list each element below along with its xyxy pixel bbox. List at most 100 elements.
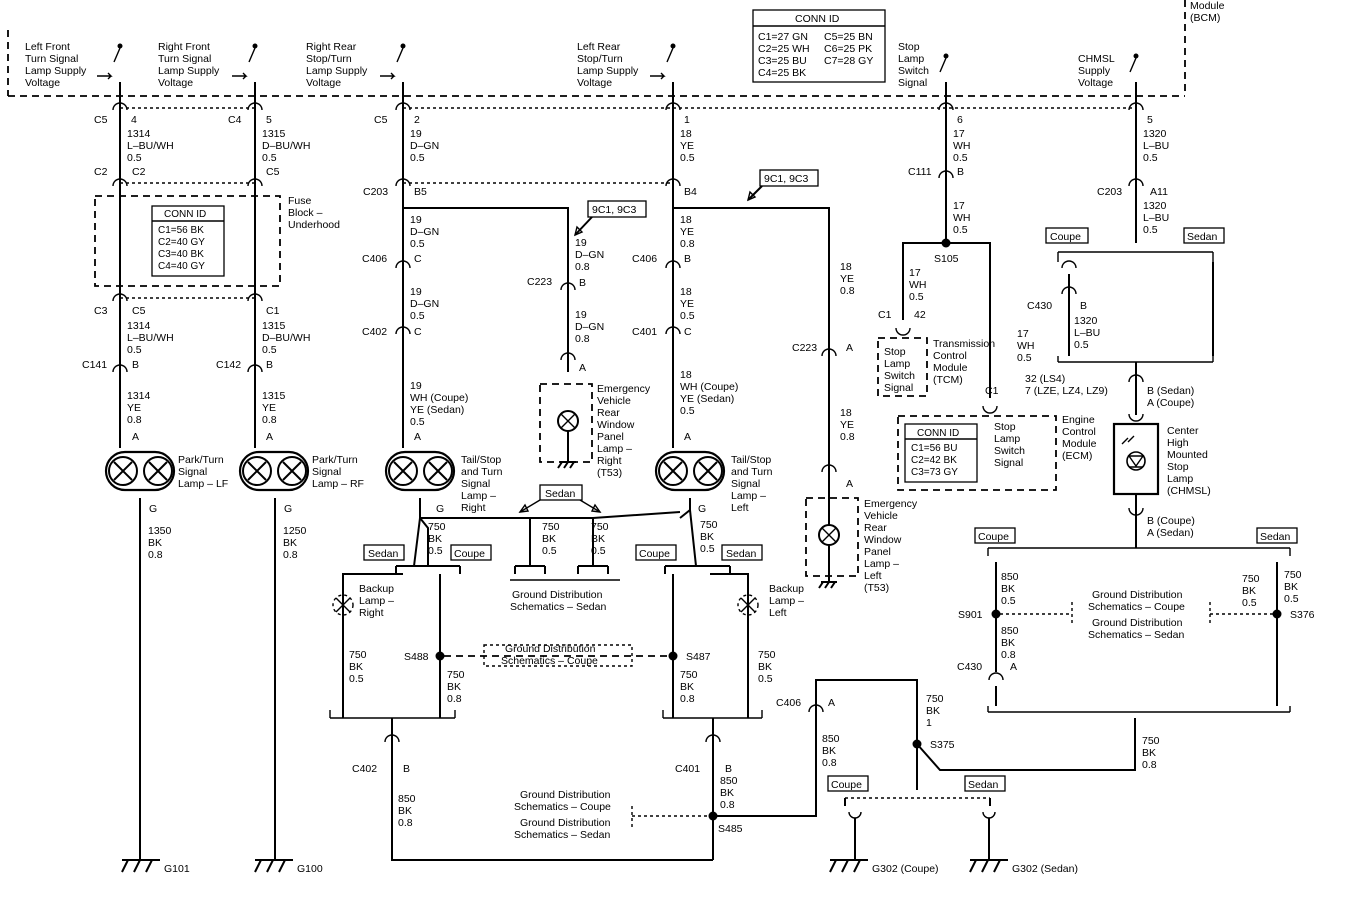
- pin-label: C5: [132, 305, 146, 317]
- lbl-c4-rf: C4: [228, 114, 242, 126]
- wire-size: 0.8: [148, 549, 163, 561]
- wire-color: BK: [447, 681, 461, 693]
- lamp-label: Lamp – RF: [312, 478, 364, 490]
- lamp-label: Tail/Stop: [731, 454, 771, 466]
- variant-label: Sedan: [968, 779, 999, 791]
- module-label: Transmission: [933, 338, 995, 350]
- conn-label: C406: [776, 697, 801, 709]
- pin-label: A: [846, 342, 853, 354]
- splice-s376: [1272, 609, 1282, 619]
- wire-color: BK: [398, 805, 412, 817]
- lamp-label: Tail/Stop: [461, 454, 501, 466]
- wire-size: 0.5: [1017, 352, 1032, 364]
- wire-size: 0.8: [575, 261, 590, 273]
- lamp-label: Lamp – LF: [178, 478, 228, 490]
- variant-label: Coupe: [831, 779, 862, 791]
- conn-label: C5: [374, 114, 388, 126]
- wire-size: 0.8: [840, 285, 855, 297]
- wire-color: BK: [1001, 637, 1015, 649]
- wire-number: 18: [680, 369, 692, 381]
- conn-label: C430: [957, 661, 982, 673]
- ground-label: G100: [297, 863, 323, 875]
- wire-size: 0.5: [262, 152, 277, 164]
- lamp-label: Left: [769, 607, 787, 619]
- wire-size: 0.5: [127, 152, 142, 164]
- wire-color: YE: [127, 402, 141, 414]
- wire-number: 750: [1142, 735, 1160, 747]
- wire-color: BK: [542, 533, 556, 545]
- ground-dist-label: Ground Distribution: [512, 589, 603, 601]
- sig-stop-4: Signal: [898, 77, 927, 89]
- circuit-chmsl: 5 1320 L–BU 0.5 C203 A11 1320 L–BU 0.5 C…: [957, 96, 1315, 771]
- splice-label: S488: [404, 651, 429, 663]
- lamp-label: Park/Turn: [312, 454, 358, 466]
- switch-icon: [380, 43, 406, 96]
- wire-color: WH (Coupe): [680, 381, 738, 393]
- wire-number: 1314: [127, 390, 151, 402]
- sig-rr-1: Right Rear: [306, 41, 357, 53]
- wire-number: 18: [840, 407, 852, 419]
- pin-label: A: [846, 478, 853, 490]
- lamp-label: Vehicle: [864, 510, 898, 522]
- lamp-lf: Park/Turn Signal Lamp – LF: [104, 450, 228, 492]
- pin-label: C: [414, 253, 422, 265]
- ground-label: G302 (Sedan): [1012, 863, 1078, 875]
- ground-dist-label: Schematics – Sedan: [510, 601, 606, 613]
- wire-color: BK: [700, 531, 714, 543]
- ground-icon: G302 (Sedan): [969, 859, 1078, 875]
- wire-number: 19: [410, 128, 422, 140]
- wire-number: 18: [840, 261, 852, 273]
- ground-dist-label: Ground Distribution: [505, 643, 596, 655]
- ground-dist-coupe-box: Ground Distribution Schematics – Coupe: [483, 643, 633, 667]
- module-label: Control: [933, 350, 967, 362]
- wire-size: 0.5: [542, 545, 557, 557]
- wire-color: WH: [909, 279, 927, 291]
- pin-label: 7 (LZE, LZ4, LZ9): [1025, 385, 1108, 397]
- wire-size: 0.5: [1284, 593, 1299, 605]
- wire-number: 750: [591, 521, 609, 533]
- splice-s487: [668, 651, 678, 661]
- fuse-conn-title: CONN ID: [164, 209, 206, 220]
- pin-label: 1: [684, 114, 690, 126]
- ground-icon: G101: [121, 859, 190, 875]
- wire-number: 19: [410, 286, 422, 298]
- sig-rf-2: Turn Signal: [158, 53, 211, 65]
- pin-label: A: [684, 431, 691, 443]
- lamp-label: Stop: [1167, 461, 1189, 473]
- variant-label: Sedan: [1260, 531, 1291, 543]
- conn-label: C1: [878, 309, 892, 321]
- wire-color: D–BU/WH: [262, 332, 310, 344]
- ground-dist-label: Ground Distribution: [520, 789, 611, 801]
- lamp-label: Signal: [461, 478, 490, 490]
- wire-size: 0.5: [1001, 595, 1016, 607]
- lamp-label: Lamp –: [597, 443, 632, 455]
- sig-chmsl-1: CHMSL: [1078, 53, 1115, 65]
- bcm-conn-c4: C4=25 BK: [758, 67, 806, 79]
- conn-label: C203: [1097, 186, 1122, 198]
- pin-label: 6: [957, 114, 963, 126]
- switch-icon: [650, 43, 676, 96]
- sig-rf-1: Right Front: [158, 41, 210, 53]
- wire-number: 19: [410, 380, 422, 392]
- ground-dist-label: Schematics – Coupe: [501, 655, 598, 667]
- lamp-label: Backup: [769, 583, 804, 595]
- sig-rr-4: Voltage: [306, 77, 341, 89]
- pin-label: A: [266, 431, 273, 443]
- wire-number: 18: [680, 128, 692, 140]
- lamp-label: Center: [1167, 425, 1199, 437]
- wire-color: BK: [680, 681, 694, 693]
- ground-dist-label: Ground Distribution: [1092, 589, 1183, 601]
- wire-color: L–BU: [1074, 327, 1100, 339]
- pin-label: 2: [414, 114, 420, 126]
- sig-rr-2: Stop/Turn: [306, 53, 352, 65]
- wire-color: YE: [840, 419, 854, 431]
- switch-icon-group: [97, 43, 1139, 96]
- wire-color: BK: [349, 661, 363, 673]
- lamp-label: (T53): [597, 467, 622, 479]
- pin-label: 5: [266, 114, 272, 126]
- wire-color: WH (Coupe): [410, 392, 468, 404]
- module-label-2: (BCM): [1190, 12, 1220, 24]
- lbl-c2-lf: C2: [94, 166, 108, 178]
- splice-label: S485: [718, 823, 743, 835]
